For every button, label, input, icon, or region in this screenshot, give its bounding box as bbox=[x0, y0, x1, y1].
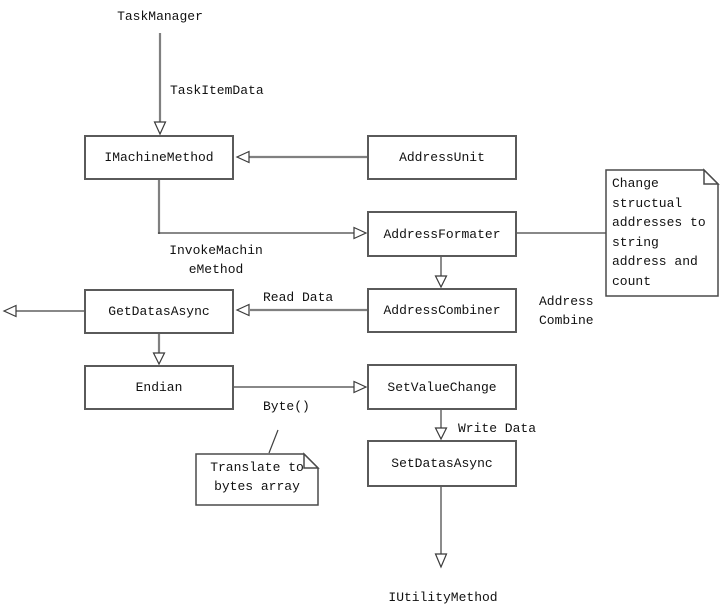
node-endian[interactable]: Endian bbox=[84, 365, 234, 410]
arrowhead-left-icon bbox=[2, 304, 17, 318]
leader-byte-note bbox=[268, 429, 279, 454]
note-shape-translate-bytes[interactable] bbox=[195, 453, 319, 506]
arrowhead-right-icon bbox=[353, 380, 368, 394]
note-text-translate-bytes: Translate to bytes array bbox=[210, 460, 304, 494]
node-taskmanager[interactable]: TaskManager bbox=[117, 9, 203, 24]
node-addresscombiner[interactable]: AddressCombiner bbox=[367, 288, 517, 333]
arrowhead-left-icon bbox=[235, 150, 250, 164]
edge-label-writedata: Write Data bbox=[458, 421, 537, 436]
edge-label-byte: Byte() bbox=[263, 399, 310, 414]
annotation-addresscombine: Address Combine bbox=[539, 294, 594, 328]
arrowhead-right-icon bbox=[353, 226, 368, 240]
node-getdatasasync[interactable]: GetDatasAsync bbox=[84, 289, 234, 334]
note-fold-icon bbox=[703, 168, 720, 185]
edge-label-taskitemdata: TaskItemData bbox=[170, 83, 264, 98]
node-setvaluechange[interactable]: SetValueChange bbox=[367, 364, 517, 410]
edge-label-readdata: Read Data bbox=[263, 290, 334, 305]
arrowhead-left-icon bbox=[235, 303, 250, 317]
node-iutilitymethod[interactable]: IUtilityMethod bbox=[388, 590, 498, 605]
arrowhead-down-icon bbox=[434, 553, 448, 569]
edge-label-invokemachinemethod: InvokeMachin eMethod bbox=[169, 243, 263, 277]
arrowhead-down-icon bbox=[153, 121, 167, 136]
arrowhead-down-icon bbox=[434, 427, 448, 441]
arrowhead-down-icon bbox=[434, 275, 448, 289]
note-text-change-structural: Change structual addresses to string add… bbox=[612, 176, 706, 289]
node-addressformater[interactable]: AddressFormater bbox=[367, 211, 517, 257]
node-addressunit[interactable]: AddressUnit bbox=[367, 135, 517, 180]
node-setdatasasync[interactable]: SetDatasAsync bbox=[367, 440, 517, 487]
note-shape-change-structural[interactable] bbox=[605, 169, 719, 297]
node-imachinemethod[interactable]: IMachineMethod bbox=[84, 135, 234, 180]
arrowhead-down-icon bbox=[152, 352, 166, 366]
note-fold-icon bbox=[303, 452, 320, 469]
